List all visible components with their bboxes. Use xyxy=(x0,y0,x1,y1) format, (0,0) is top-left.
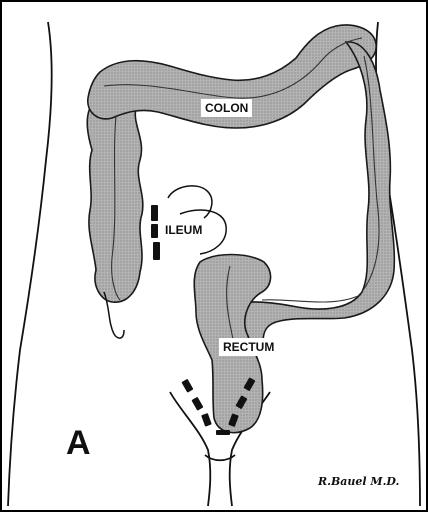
rectum-label: RECTUM xyxy=(219,338,278,356)
artist-signature: R.Bauel M.D. xyxy=(318,476,399,487)
colon xyxy=(87,25,394,433)
colon-label: COLON xyxy=(201,99,252,117)
ileum-label: ILEUM xyxy=(162,221,205,239)
panel-letter: A xyxy=(66,426,91,460)
